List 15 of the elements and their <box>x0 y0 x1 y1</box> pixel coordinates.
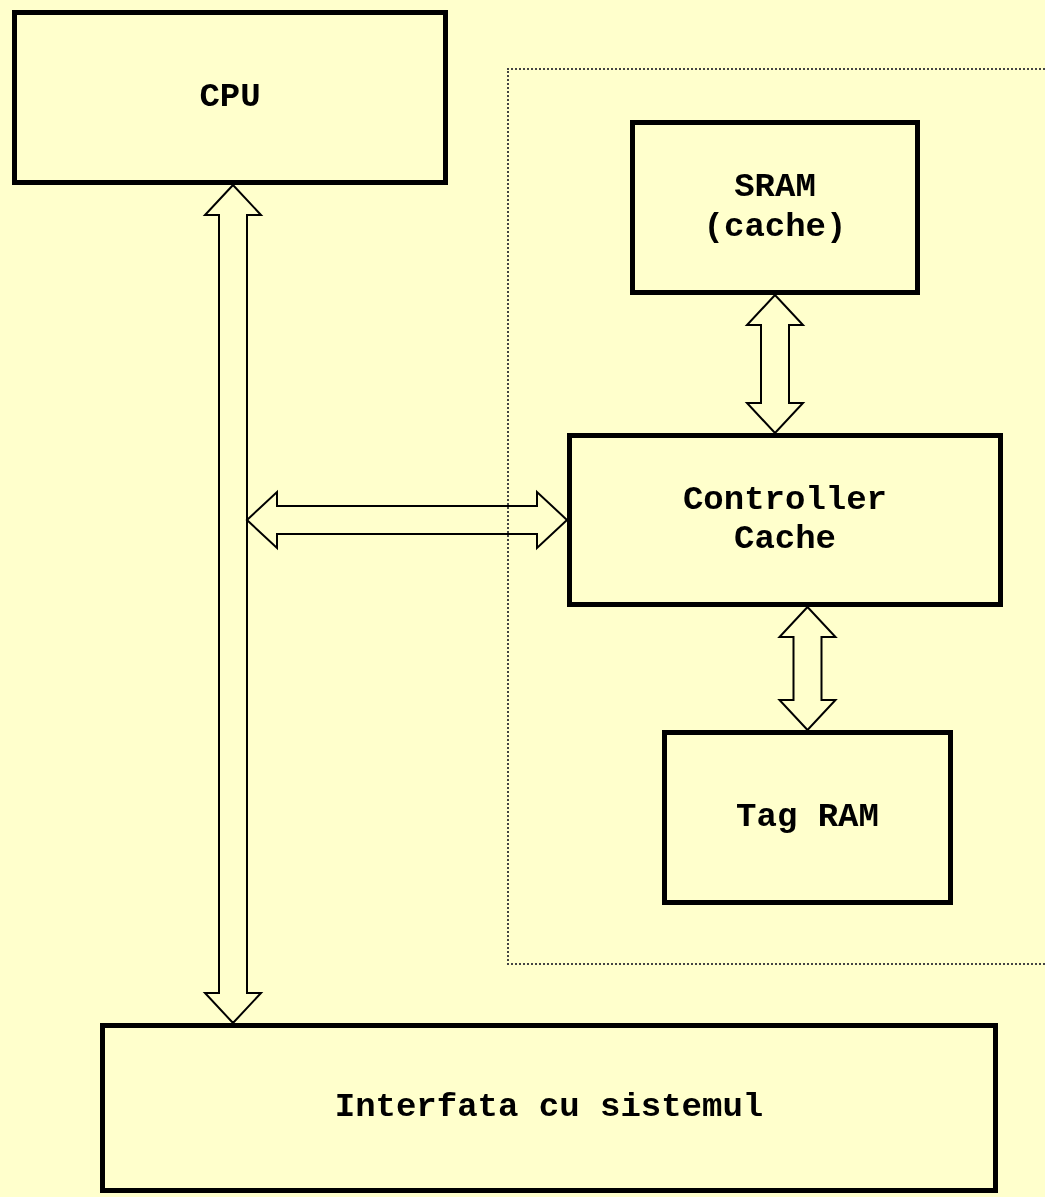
box-label: CPU <box>199 77 261 118</box>
block-box <box>100 1023 998 1193</box>
double-arrow <box>777 605 838 732</box>
box-label: Controller Cache <box>681 480 888 560</box>
box-label: Tag RAM <box>736 797 879 838</box>
block-box <box>630 120 920 295</box>
double-arrow <box>744 293 806 435</box>
block-box <box>567 433 1003 607</box>
double-arrow <box>245 489 569 551</box>
box-label: Interfata cu sistemul <box>334 1088 764 1128</box>
box-label: SRAM (cache) <box>702 168 848 247</box>
block-box <box>662 730 953 905</box>
block-box <box>12 10 448 185</box>
dotted-group-box <box>507 68 1045 965</box>
double-arrow <box>202 183 264 1025</box>
